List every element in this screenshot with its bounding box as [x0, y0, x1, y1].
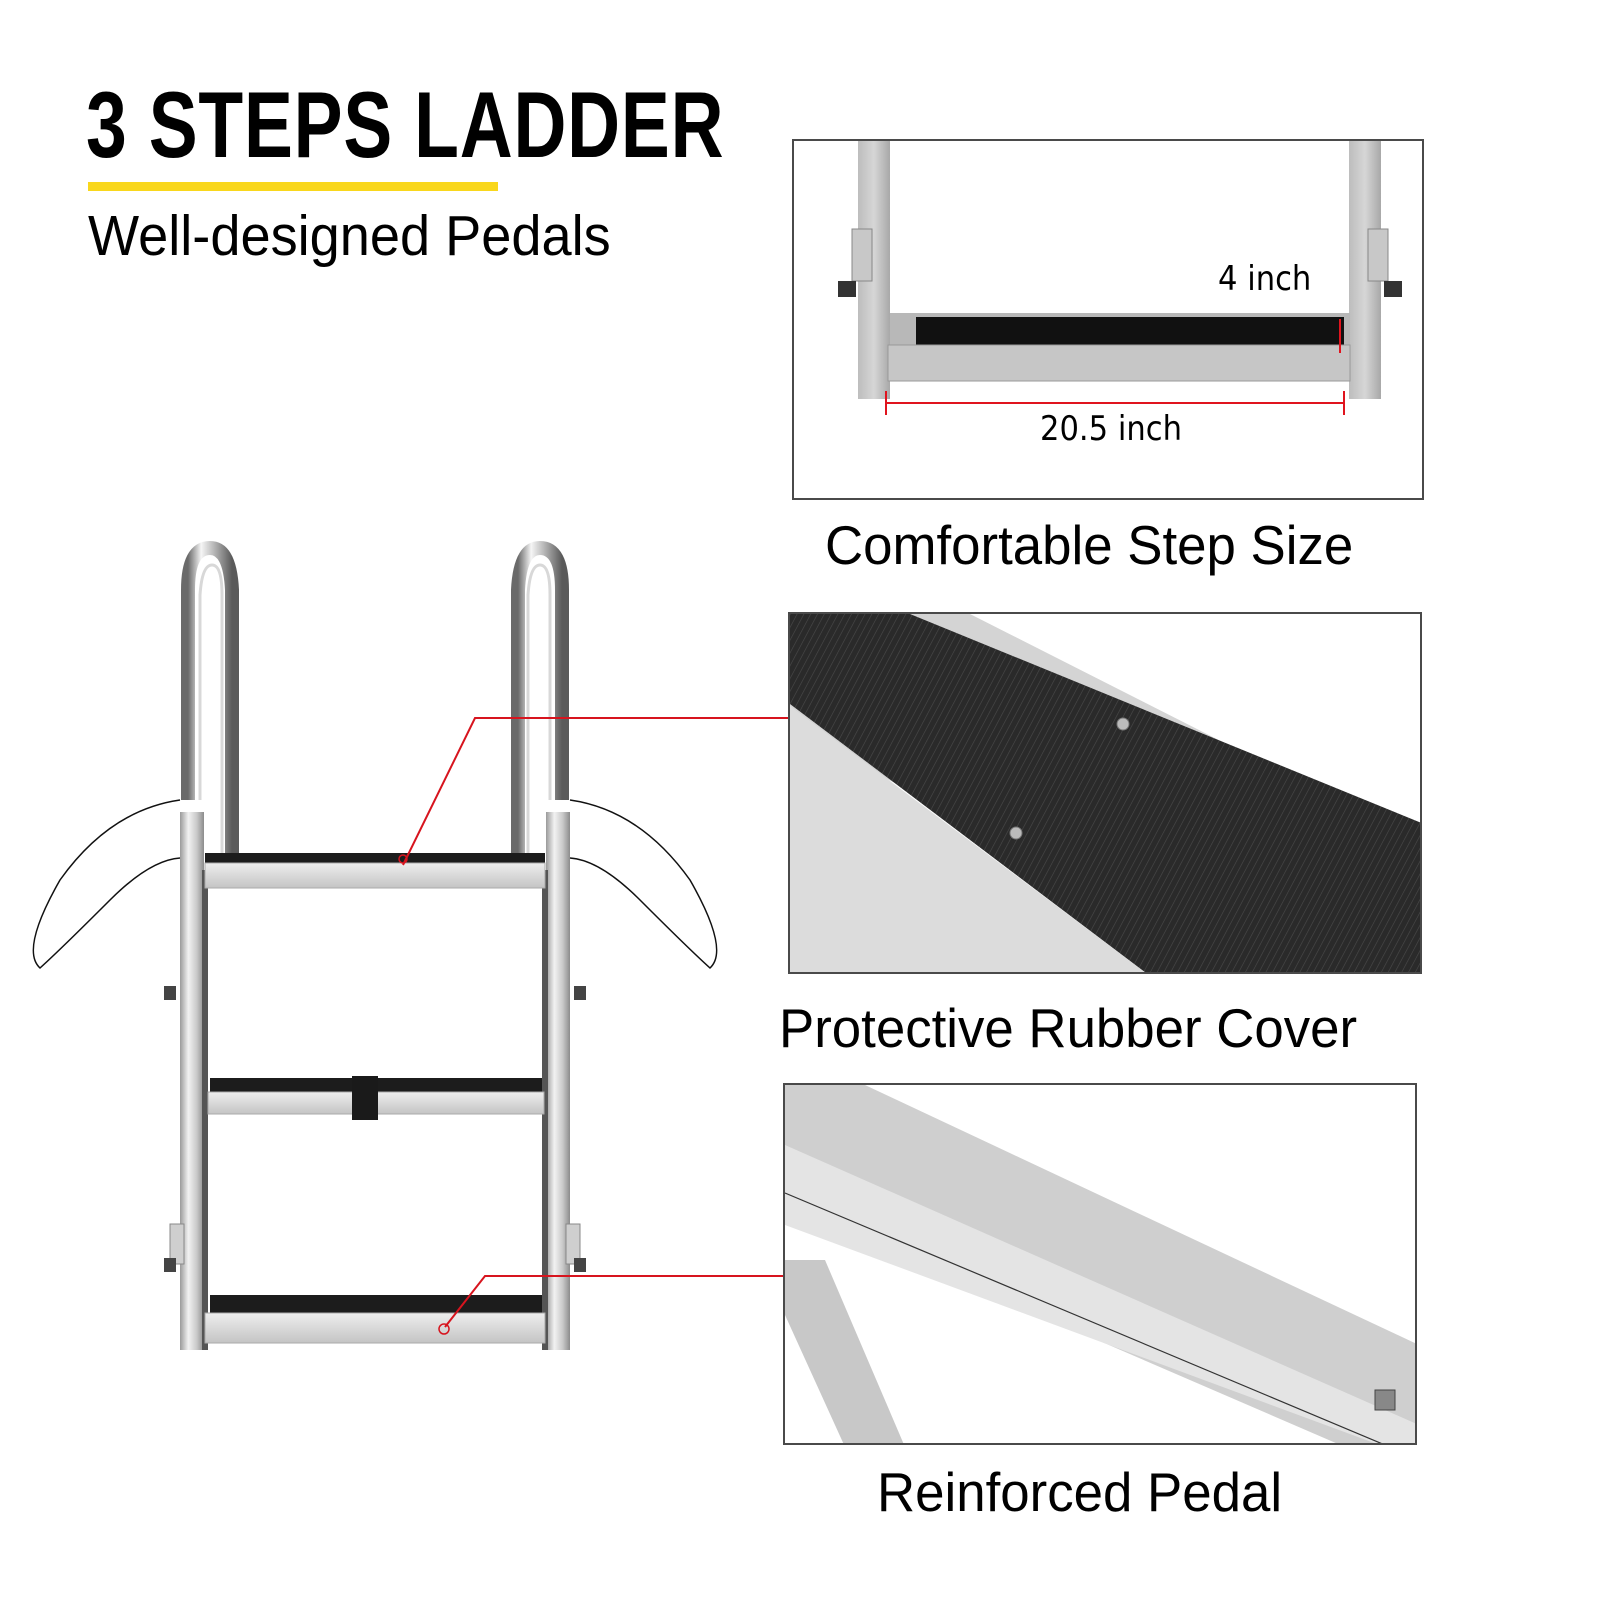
page-subtitle: Well-designed Pedals	[88, 204, 611, 268]
left-handrail	[181, 540, 239, 860]
title-accent-underline	[88, 182, 498, 191]
step-middle	[207, 1076, 545, 1120]
step-top	[204, 853, 546, 889]
step-size-caption: Comfortable Step Size	[825, 514, 1354, 576]
step-size-panel	[792, 139, 1424, 500]
right-rope	[569, 799, 718, 970]
callout-reinforced-pedal	[438, 1275, 790, 1335]
reinforced-pedal-panel	[783, 1083, 1417, 1445]
rubber-cover-caption: Protective Rubber Cover	[779, 997, 1358, 1059]
step-dimension-image	[838, 141, 1402, 415]
rubber-tread	[916, 317, 1344, 345]
step-bottom	[204, 1295, 546, 1344]
step-width-label: 20.5 inch	[1040, 409, 1182, 449]
rubber-tread-closeup-image	[790, 614, 1420, 972]
page-title: 3 STEPS LADDER	[86, 72, 725, 177]
velcro-strap	[352, 1076, 378, 1120]
left-rope	[32, 799, 181, 970]
callout-rubber-cover	[398, 717, 790, 866]
right-handrail	[511, 540, 569, 860]
left-side-rail	[180, 812, 204, 1350]
step-depth-label: 4 inch	[1218, 259, 1312, 299]
pedal-underside-closeup-image	[785, 1085, 1415, 1443]
rubber-cover-panel	[788, 612, 1422, 974]
reinforced-pedal-caption: Reinforced Pedal	[877, 1461, 1283, 1523]
right-side-rail	[546, 812, 570, 1350]
